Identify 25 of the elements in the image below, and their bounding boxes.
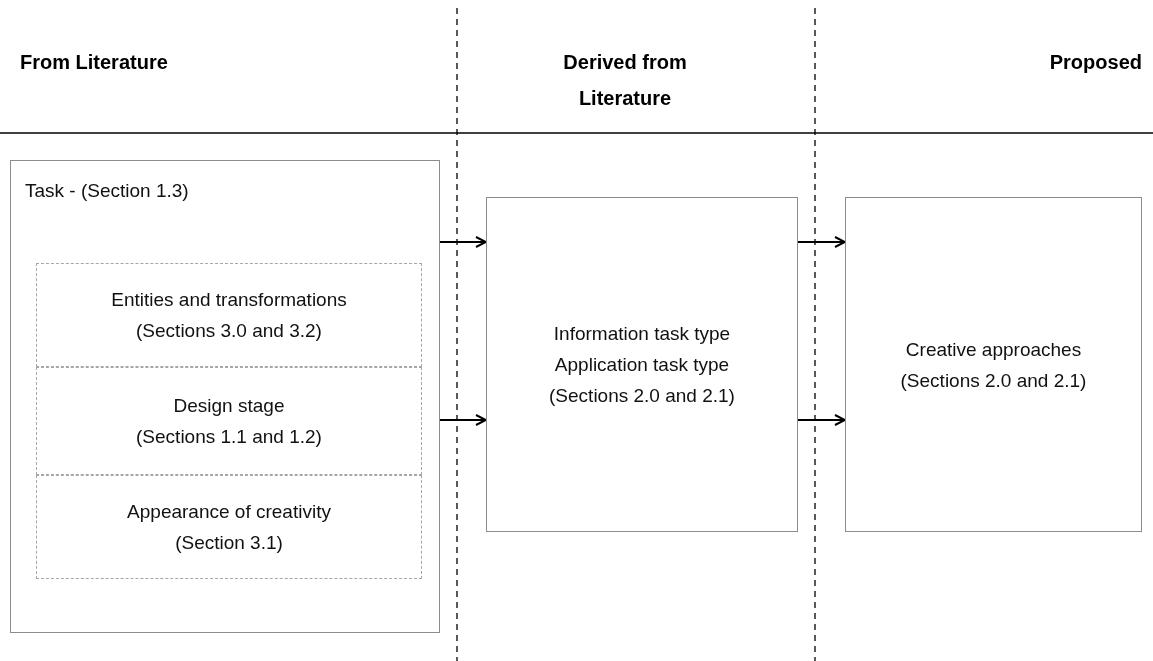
arrow: [439, 414, 487, 426]
column-heading: Derived from Literature: [562, 50, 688, 111]
box-text: (Sections 3.0 and 3.2): [136, 319, 322, 343]
box-text: Information task type: [553, 322, 731, 346]
box-text: (Sections 2.0 and 2.1): [549, 384, 735, 408]
dashed-sub-box: [36, 475, 422, 579]
box-text: Application task type: [554, 353, 730, 377]
box-text: Design stage: [173, 394, 285, 418]
box-title: Task - (Section 1.3): [25, 179, 189, 203]
box-text: (Section 3.1): [175, 531, 283, 555]
box-text: (Sections 1.1 and 1.2): [136, 425, 322, 449]
dashed-sub-box: [36, 367, 422, 475]
arrow: [797, 236, 846, 248]
box-text: Entities and transformations: [111, 288, 347, 312]
dashed-sub-box: [36, 263, 422, 367]
arrow: [439, 236, 487, 248]
box-text: Appearance of creativity: [127, 500, 331, 524]
column-heading: From Literature: [20, 50, 169, 75]
box-text: Creative approaches: [905, 337, 1082, 362]
arrow: [797, 414, 846, 426]
group-box: [10, 160, 440, 633]
process-box: [845, 197, 1142, 532]
column-heading: Proposed: [1048, 50, 1142, 75]
box-text: (Sections 2.0 and 2.1): [900, 368, 1087, 393]
process-box: [486, 197, 798, 532]
